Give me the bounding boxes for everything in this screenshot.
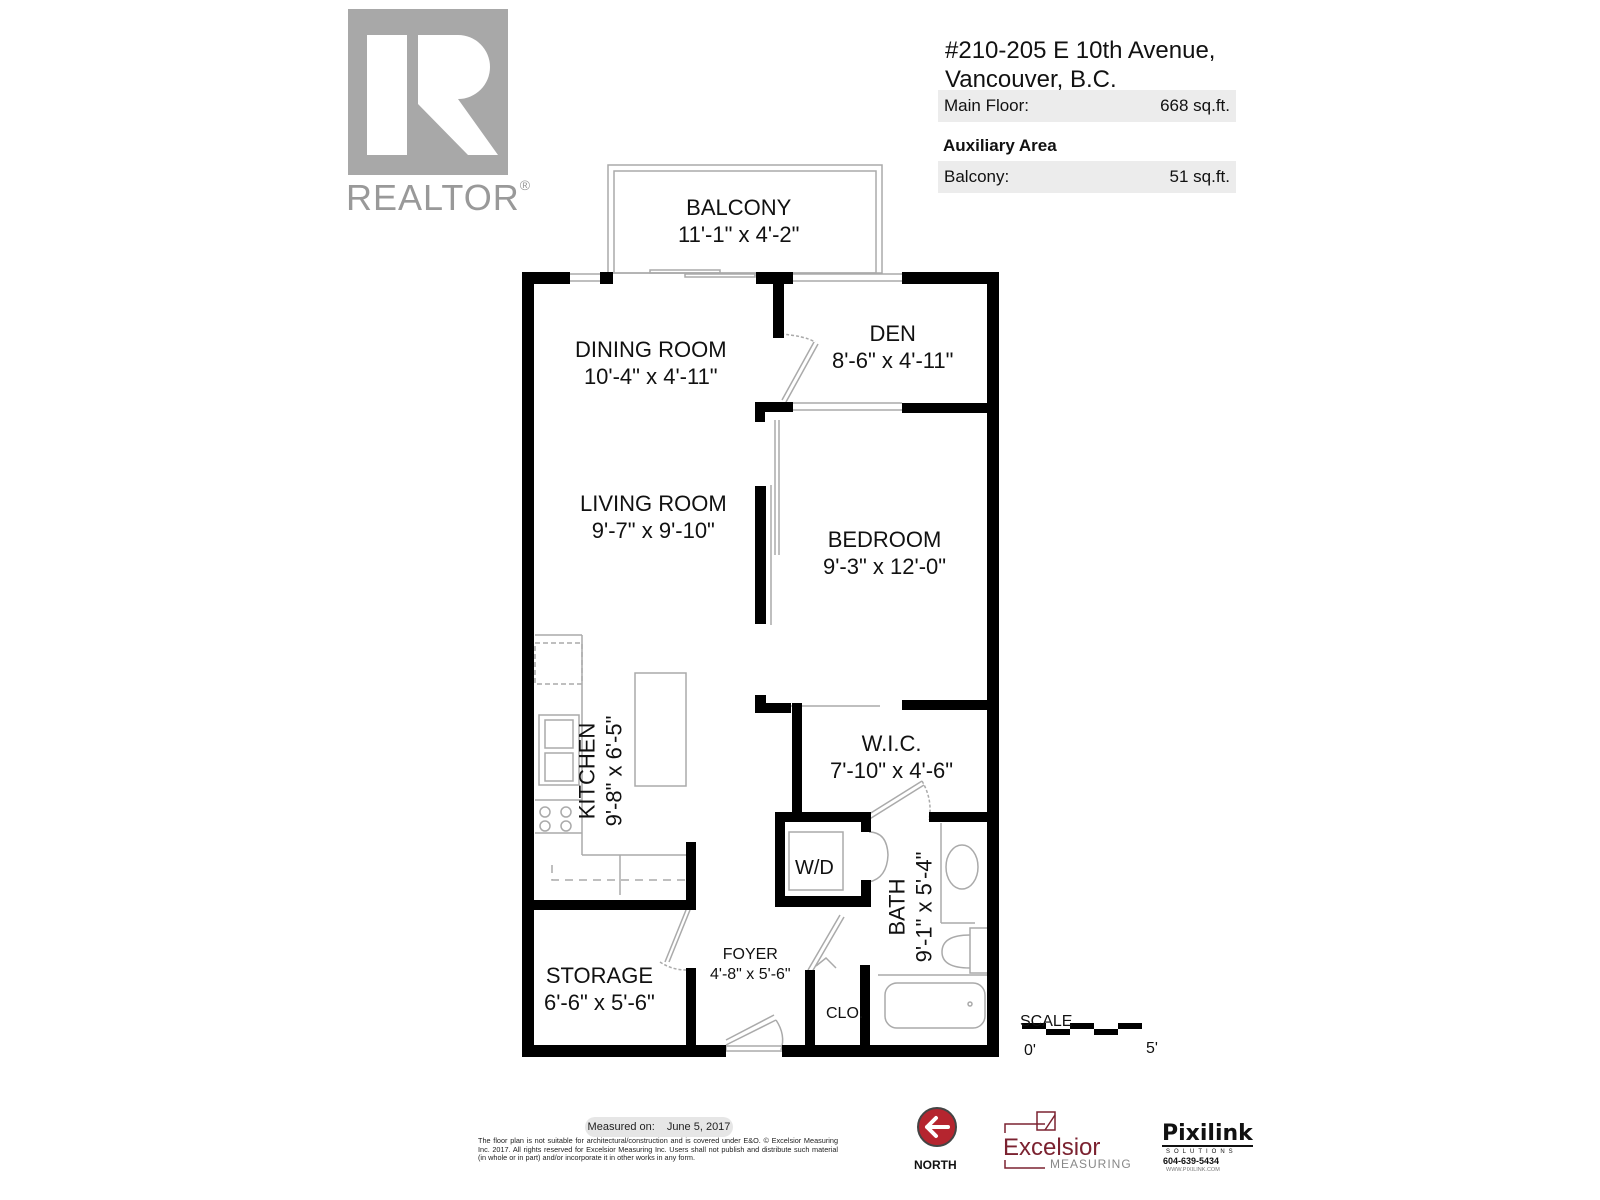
excelsior-logo: Excelsior	[1003, 1134, 1101, 1161]
room-dims: 10'-4" x 4'-11"	[583, 364, 718, 389]
main-floor-value: 668 sq.ft.	[1160, 96, 1230, 115]
realtor-logo	[348, 9, 508, 175]
scale-end: 5'	[1146, 1040, 1158, 1057]
room-balcony: BALCONY 11'-1" x 4'-2"	[678, 194, 799, 248]
room-bath: BATH 9'-1" x 5'-4"	[883, 852, 937, 963]
room-name: DINING ROOM	[575, 337, 727, 362]
pixilink-web: WWW.PIXILINK.COM	[1166, 1167, 1220, 1173]
room-name: DEN	[869, 321, 916, 346]
measured-label: Measured on:	[587, 1121, 655, 1133]
balcony-label: Balcony:	[944, 167, 1010, 186]
room-dims: 8'-6" x 4'-11"	[832, 348, 954, 373]
room-closet: CLO.	[826, 1005, 864, 1022]
pixilink-phone: 604-639-5434	[1163, 1156, 1220, 1166]
room-name: KITCHEN	[574, 722, 600, 820]
balcony-value: 51 sq.ft.	[1169, 167, 1230, 186]
room-dims: 9'-1" x 5'-4"	[911, 851, 937, 963]
room-name: W.I.C.	[861, 731, 922, 756]
pixilink-sub: SOLUTIONS	[1166, 1149, 1237, 1155]
excelsior-sub: MEASURING	[1050, 1157, 1132, 1171]
room-name: LIVING ROOM	[580, 491, 727, 516]
room-name: BALCONY	[686, 195, 792, 220]
room-dims: 9'-7" x 9'-10"	[591, 518, 715, 543]
room-name: BATH	[884, 878, 910, 936]
room-wic: W.I.C. 7'-10" x 4'-6"	[830, 730, 953, 784]
room-dims: 4'-8" x 5'-6"	[710, 966, 791, 983]
room-living: LIVING ROOM 9'-7" x 9'-10"	[580, 490, 727, 544]
main-floor-label: Main Floor:	[944, 96, 1030, 115]
room-dims: 9'-3" x 12'-0"	[823, 554, 947, 579]
room-kitchen: KITCHEN 9'-8" x 6'-5"	[573, 716, 627, 827]
room-dims: 11'-1" x 4'-2"	[678, 222, 800, 247]
scale-bar	[1022, 1023, 1142, 1035]
room-name: FOYER	[722, 946, 778, 963]
measured-date: June 5, 2017	[666, 1121, 731, 1133]
address-line-2: Vancouver, B.C.	[945, 66, 1117, 93]
pixilink-logo: Pixilink	[1162, 1121, 1253, 1147]
aux-area-title: Auxiliary Area	[943, 136, 1057, 155]
north-label: NORTH	[914, 1158, 957, 1172]
realtor-r-icon	[367, 35, 498, 155]
balcony-row: Balcony: 51 sq.ft.	[938, 161, 1236, 193]
main-floor-row: Main Floor: 668 sq.ft.	[938, 90, 1236, 122]
scale-label: SCALE	[1020, 1013, 1073, 1030]
room-name: BEDROOM	[827, 527, 942, 552]
room-foyer: FOYER 4'-8" x 5'-6"	[710, 945, 791, 985]
room-name: STORAGE	[545, 963, 654, 988]
disclaimer: The floor plan is not suitable for archi…	[478, 1136, 838, 1162]
room-storage: STORAGE 6'-6" x 5'-6"	[544, 962, 655, 1016]
north-arrow-icon	[917, 1107, 957, 1147]
room-den: DEN 8'-6" x 4'-11"	[832, 320, 953, 374]
room-washer-dryer: W/D	[795, 857, 834, 879]
realtor-wordmark: REALTOR®	[346, 177, 532, 218]
room-dims: 6'-6" x 5'-6"	[544, 990, 655, 1015]
room-dining: DINING ROOM 10'-4" x 4'-11"	[575, 336, 727, 390]
measured-on-badge: Measured on: June 5, 2017	[585, 1117, 733, 1137]
address-line-1: #210-205 E 10th Avenue,	[945, 37, 1216, 64]
room-dims: 9'-8" x 6'-5"	[601, 715, 627, 827]
scale-start: 0'	[1024, 1042, 1036, 1059]
room-bedroom: BEDROOM 9'-3" x 12'-0"	[823, 526, 946, 580]
room-dims: 7'-10" x 4'-6"	[830, 758, 954, 783]
property-address: #210-205 E 10th Avenue, Vancouver, B.C.	[945, 36, 1215, 94]
